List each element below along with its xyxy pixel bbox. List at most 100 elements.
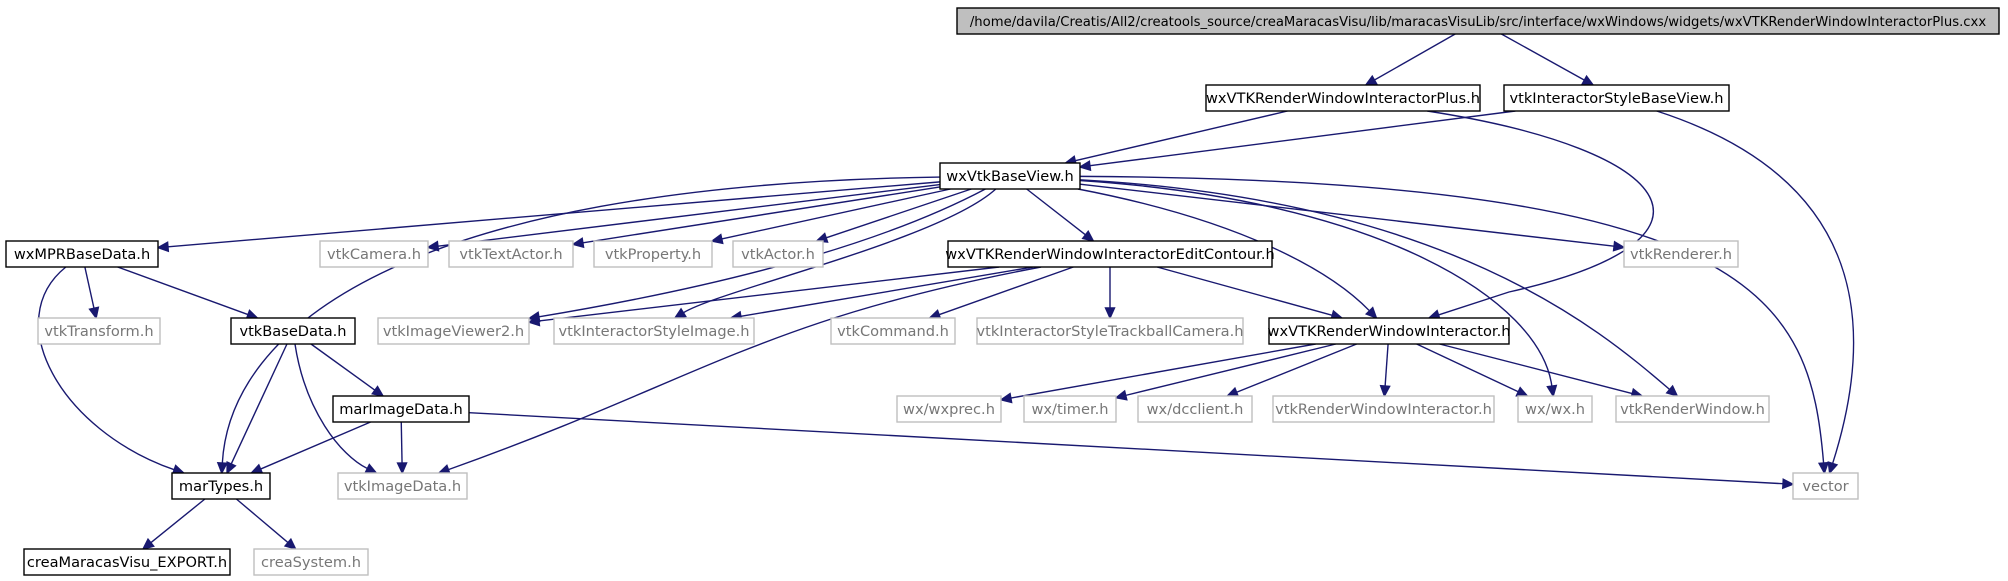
node-vtkrenderwindow: vtkRenderWindow.h xyxy=(1615,395,1770,423)
node-box xyxy=(253,548,369,576)
node-box xyxy=(230,317,356,345)
edge-line xyxy=(1079,183,1615,247)
node-box xyxy=(939,162,1081,190)
edge-line xyxy=(468,411,1784,485)
edge-line xyxy=(938,266,1074,316)
edge-martypes-to-creasystem xyxy=(235,498,297,551)
arrowhead xyxy=(141,537,155,551)
node-box xyxy=(319,240,429,268)
edge-line xyxy=(1439,343,1633,395)
edge-wxmprbasedata-to-vtkbasedata xyxy=(117,266,259,320)
arrowhead xyxy=(396,462,408,475)
node-wxmprbasedata[interactable]: wxMPRBaseData.h xyxy=(5,240,159,268)
node-label: marImageData.h xyxy=(339,401,463,418)
edge-line xyxy=(740,266,1034,318)
edge-line xyxy=(1156,266,1333,317)
edge-line xyxy=(721,188,951,240)
edge-editcontour-to-imageviewer2 xyxy=(527,266,1000,327)
edge-line xyxy=(235,498,289,544)
edge-line xyxy=(1374,33,1456,81)
edge-line xyxy=(1125,343,1336,397)
node-box xyxy=(1205,84,1481,112)
node-label: vtkInteractorStyleBaseView.h xyxy=(1509,90,1723,107)
node-vtkactor: vtkActor.h xyxy=(732,240,824,268)
node-box xyxy=(1503,84,1730,112)
node-wxprec: wx/wxprec.h xyxy=(896,395,1002,423)
arrowhead xyxy=(371,385,385,397)
node-label: vtkTextActor.h xyxy=(459,246,562,263)
node-label: wx/wx.h xyxy=(1525,401,1585,418)
edge-line xyxy=(117,266,249,316)
node-box xyxy=(732,240,824,268)
arrowhead xyxy=(999,392,1013,404)
node-vtkcamera: vtkCamera.h xyxy=(319,240,429,268)
node-root[interactable]: /home/davila/Creatis/All2/creatools_sour… xyxy=(956,7,2000,35)
node-wxvtkbaseview[interactable]: wxVtkBaseView.h xyxy=(939,162,1081,190)
node-label: wx/timer.h xyxy=(1031,401,1108,418)
edge-line xyxy=(400,421,403,464)
edge-line xyxy=(310,343,376,391)
node-label: wxVTKRenderWindowInteractor.h xyxy=(1268,323,1511,340)
edge-wxvtkbaseview-to-editcontour xyxy=(1026,188,1095,243)
node-label: vtkRenderer.h xyxy=(1630,246,1732,263)
edge-line xyxy=(1427,110,1654,316)
node-box xyxy=(947,240,1273,268)
edge-martypes-to-export xyxy=(141,498,206,551)
node-label: vtkCommand.h xyxy=(837,323,949,340)
edge-vtkbasedata-to-martypes xyxy=(226,343,288,475)
node-label: wx/dcclient.h xyxy=(1147,401,1244,418)
node-box xyxy=(1615,395,1770,423)
node-marimagedata[interactable]: marImageData.h xyxy=(332,395,470,423)
edge-line xyxy=(1416,343,1519,393)
edge-wxvtkrwi-to-vtkrenderwindow xyxy=(1439,343,1644,399)
arrowhead xyxy=(571,237,585,249)
node-vtktransform: vtkTransform.h xyxy=(37,317,161,345)
edge-wxvtkbaseview-to-vtkrenderer xyxy=(1079,183,1626,252)
node-vtkrenderer: vtkRenderer.h xyxy=(1623,240,1739,268)
node-label: vtkInteractorStyleImage.h xyxy=(559,323,750,340)
node-export[interactable]: creaMaracasVisu_EXPORT.h xyxy=(23,548,231,576)
edge-root-to-stylebase xyxy=(1501,33,1595,86)
node-vtkcommand: vtkCommand.h xyxy=(830,317,956,345)
node-editcontour[interactable]: wxVTKRenderWindowInteractorEditContour.h xyxy=(945,240,1275,268)
arrowhead xyxy=(364,463,378,474)
edge-wxmprbasedata-to-vtktransform xyxy=(84,266,100,320)
edge-editcontour-to-styleimage xyxy=(729,266,1034,322)
edge-line xyxy=(1656,110,1855,464)
node-box xyxy=(337,472,468,500)
node-label: wxVTKRenderWindowInteractorPlus.h xyxy=(1206,90,1480,107)
edge-marimagedata-to-vtkimagedata xyxy=(396,421,408,475)
edge-line xyxy=(683,188,997,314)
arrowhead xyxy=(1782,478,1795,490)
node-label: vector xyxy=(1802,478,1848,495)
node-wxwx: wx/wx.h xyxy=(1517,395,1593,423)
edge-line xyxy=(84,266,95,309)
node-label: vtkProperty.h xyxy=(605,246,701,263)
arrowhead xyxy=(226,460,237,475)
node-wxvtkrwi[interactable]: wxVTKRenderWindowInteractor.h xyxy=(1268,317,1511,345)
node-box xyxy=(1792,472,1859,500)
node-stylebase[interactable]: vtkInteractorStyleBaseView.h xyxy=(1503,84,1730,112)
node-vtkproperty: vtkProperty.h xyxy=(593,240,713,268)
arrowhead xyxy=(156,241,170,253)
node-box xyxy=(1023,395,1117,423)
node-vtkimagedata: vtkImageData.h xyxy=(337,472,468,500)
edge-line xyxy=(1075,110,1288,162)
edge-editcontour-to-wxvtkrwi xyxy=(1156,266,1344,321)
arrowhead xyxy=(426,240,440,252)
arrowhead xyxy=(1665,384,1679,398)
edge-wxvtkbaseview-to-vtktextactor xyxy=(571,186,941,249)
node-label: vtkActor.h xyxy=(741,246,815,263)
node-vtkrwi: vtkRenderWindowInteractor.h xyxy=(1272,395,1495,423)
node-vtkbasedata[interactable]: vtkBaseData.h xyxy=(230,317,356,345)
node-dcclient: wx/dcclient.h xyxy=(1137,395,1253,423)
node-box xyxy=(593,240,713,268)
node-vector: vector xyxy=(1792,472,1859,500)
edge-wxvtkrwi-to-dcclient xyxy=(1225,343,1357,398)
node-wxvtkrwiplus[interactable]: wxVTKRenderWindowInteractorPlus.h xyxy=(1205,84,1481,112)
edge-line xyxy=(538,266,1000,322)
node-martypes[interactable]: marTypes.h xyxy=(171,472,271,500)
edge-line xyxy=(260,421,371,470)
graph-nodes: /home/davila/Creatis/All2/creatools_sour… xyxy=(5,7,2000,576)
node-box xyxy=(377,317,530,345)
